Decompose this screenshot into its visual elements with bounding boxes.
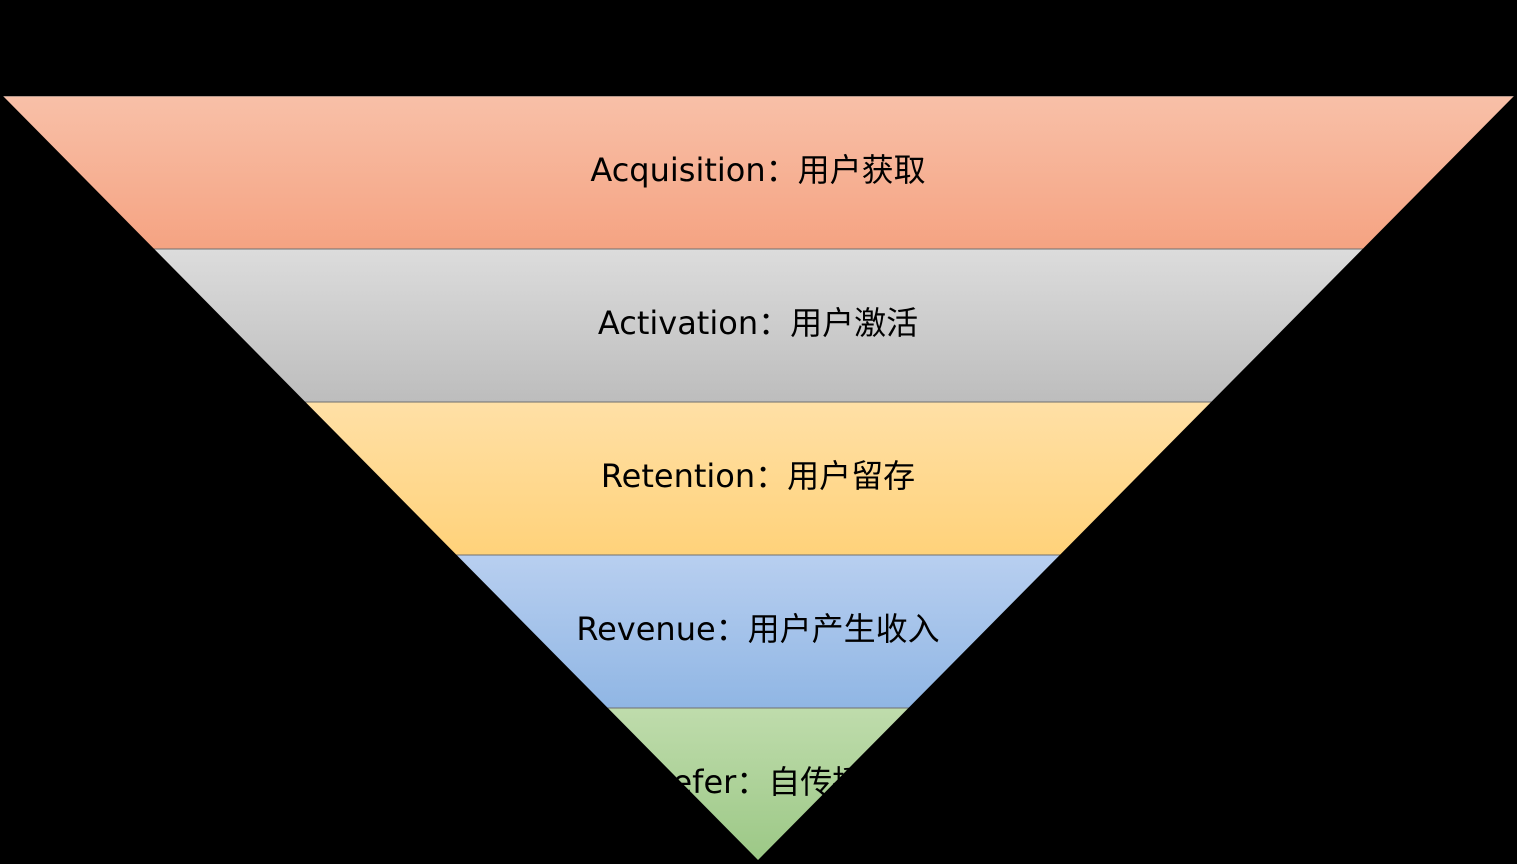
funnel-label-activation: Activation：用户激活 <box>598 304 918 342</box>
right-background-mask <box>758 0 1517 864</box>
funnel-label-retention: Retention：用户留存 <box>601 457 915 495</box>
bottom-background <box>0 860 1517 864</box>
funnel-label-acquisition: Acquisition：用户获取 <box>590 151 925 189</box>
left-background-mask <box>0 0 758 864</box>
funnel-label-revenue: Revenue：用户产生收入 <box>576 610 939 648</box>
funnel-band-acquisition <box>0 96 1517 249</box>
top-background <box>0 0 1517 96</box>
